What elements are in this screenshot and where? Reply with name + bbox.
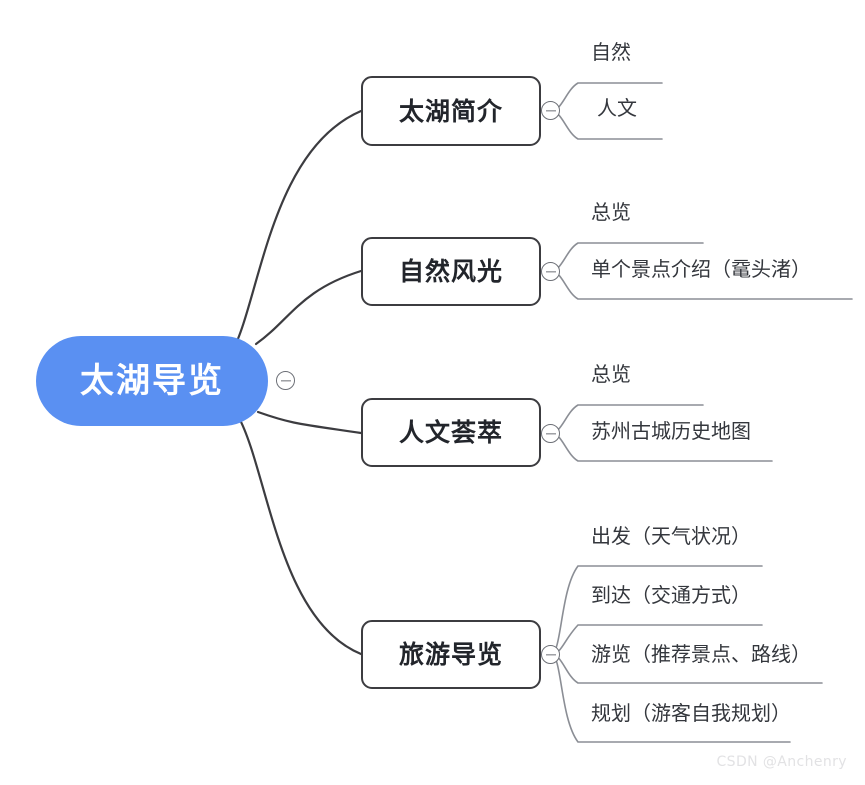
- watermark: CSDN @Anchenry: [716, 754, 847, 770]
- branch-node-2[interactable]: 自然风光: [361, 237, 541, 306]
- branch-node-1[interactable]: 太湖简介: [361, 76, 541, 146]
- leaf-node-2-1[interactable]: 总览: [591, 200, 631, 224]
- leaf-node-4-1[interactable]: 出发（天气状况）: [591, 524, 751, 548]
- branch-4-collapse-toggle-icon[interactable]: [541, 645, 560, 664]
- link-root-branch-3: [256, 410, 363, 435]
- leaf-node-1-1[interactable]: 自然: [591, 40, 631, 64]
- leaf-node-2-2[interactable]: 单个景点介绍（鼋头渚）: [591, 257, 811, 281]
- branch-node-3[interactable]: 人文荟萃: [361, 398, 541, 467]
- branch-3-collapse-toggle-icon[interactable]: [541, 424, 560, 443]
- link-root-branch-2: [254, 269, 363, 346]
- leaf-node-4-2[interactable]: 到达（交通方式）: [591, 583, 751, 607]
- branch-2-collapse-toggle-icon[interactable]: [541, 262, 560, 281]
- link-root-branch-4: [236, 414, 363, 656]
- root-node[interactable]: 太湖导览: [36, 336, 268, 426]
- branch-node-4-label: 旅游导览: [398, 640, 503, 669]
- branch-1-collapse-toggle-icon[interactable]: [541, 101, 560, 120]
- branch-node-3-label: 人文荟萃: [398, 418, 503, 447]
- branch-node-4[interactable]: 旅游导览: [361, 620, 541, 689]
- branch-node-2-label: 自然风光: [398, 257, 503, 286]
- root-collapse-toggle-icon[interactable]: [276, 371, 295, 390]
- leaf-node-3-1[interactable]: 总览: [591, 362, 631, 386]
- root-node-label: 太湖导览: [80, 361, 224, 401]
- link-root-branch-1: [230, 109, 363, 354]
- link-branch-4-child-4: [550, 653, 791, 743]
- leaf-node-1-2[interactable]: 人文: [597, 96, 637, 120]
- leaf-node-4-3[interactable]: 游览（推荐景点、路线）: [591, 642, 811, 666]
- leaf-node-3-2[interactable]: 苏州古城历史地图: [591, 419, 751, 443]
- leaf-node-4-4[interactable]: 规划（游客自我规划）: [591, 701, 791, 725]
- branch-node-1-label: 太湖简介: [398, 96, 503, 126]
- link-branch-4-child-1: [550, 565, 763, 655]
